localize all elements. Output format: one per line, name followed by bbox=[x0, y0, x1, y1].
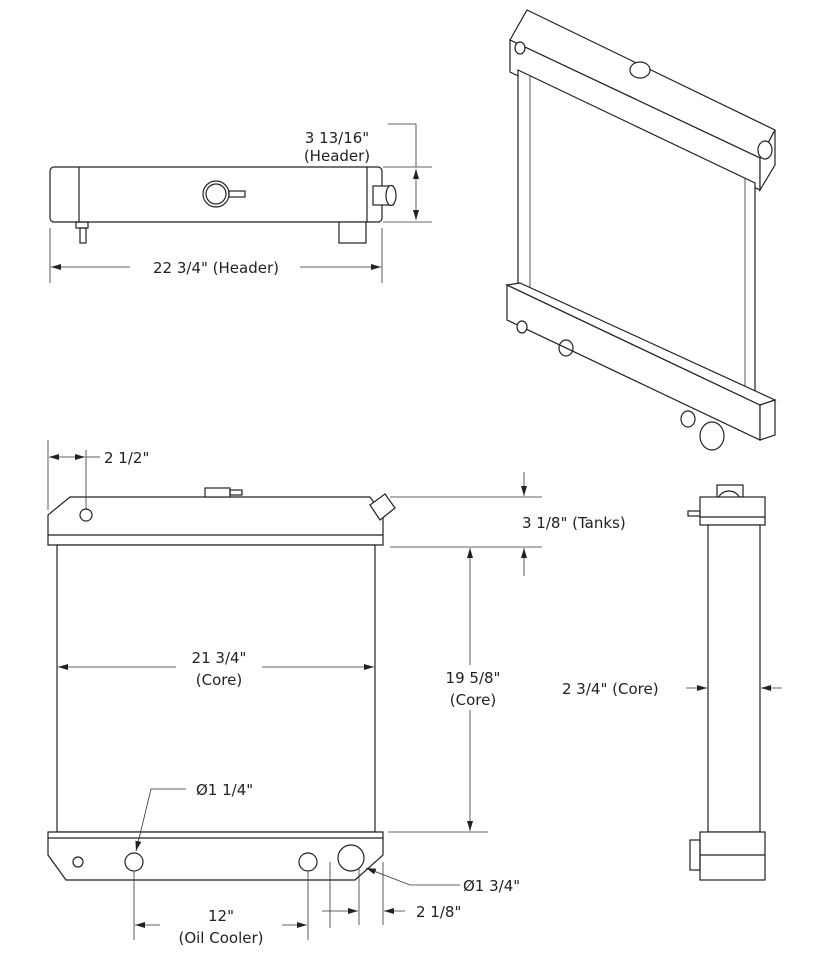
header-height-label: 3 13/16" bbox=[305, 129, 369, 147]
oil-cooler-spacing-label: 12" bbox=[208, 907, 234, 925]
outlet-dia-label: Ø1 3/4" bbox=[463, 877, 520, 895]
core-depth-label: 2 3/4" (Core) bbox=[562, 680, 659, 698]
oil-cooler-port bbox=[124, 852, 144, 872]
iso-cap-icon bbox=[629, 61, 651, 79]
inlet-offset-label: 2 1/2" bbox=[104, 449, 149, 467]
core-height-label: 19 5/8" bbox=[446, 669, 501, 687]
isometric-view bbox=[504, 9, 777, 451]
oil-cooler-spacing-sub: (Oil Cooler) bbox=[178, 929, 263, 947]
core-height-sub: (Core) bbox=[450, 691, 496, 709]
core-width-label: 21 3/4" bbox=[192, 649, 247, 667]
fitting-icon bbox=[79, 508, 93, 522]
top-view: 3 13/16" (Header) 22 3/4" (Header) bbox=[49, 123, 432, 283]
header-width-label: 22 3/4" (Header) bbox=[153, 259, 279, 277]
oil-port-dia-label: Ø1 1/4" bbox=[196, 781, 253, 799]
oil-cooler-port bbox=[298, 852, 318, 872]
outlet-port bbox=[337, 844, 365, 872]
tank-height-label: 3 1/8" (Tanks) bbox=[522, 514, 626, 532]
outlet-offset-label: 2 1/8" bbox=[416, 903, 461, 921]
side-view: 2 3/4" (Core) bbox=[562, 484, 782, 881]
front-view: 2 1/2" 3 1/8" (Tanks) 21 3/4" (Core) 19 … bbox=[47, 440, 626, 947]
header-height-sub: (Header) bbox=[304, 147, 370, 165]
core-width-sub: (Core) bbox=[196, 671, 242, 689]
